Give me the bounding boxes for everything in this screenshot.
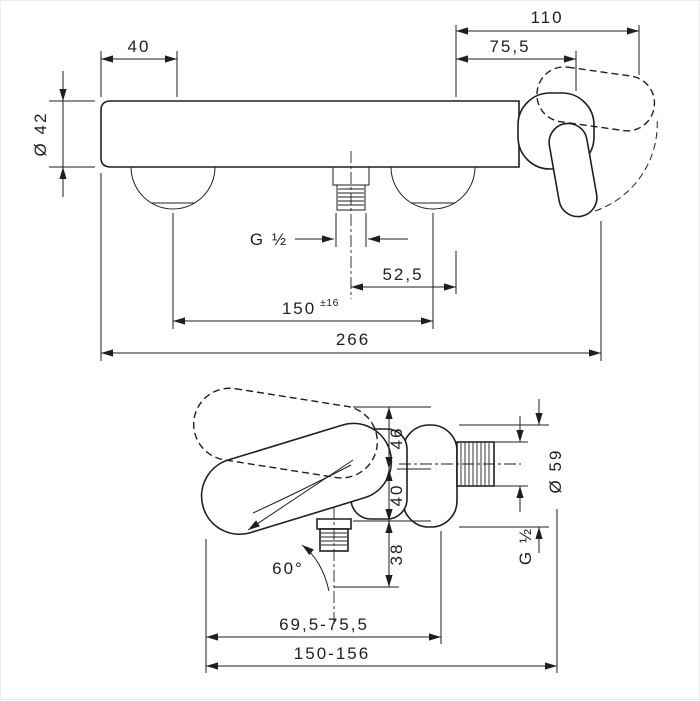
- dim-150-label: 150: [282, 299, 316, 318]
- handle-dashed-alt: [536, 66, 658, 212]
- dim-d42: [49, 71, 95, 197]
- dim-46-label: 46: [387, 427, 406, 450]
- handle-solid: [517, 92, 598, 218]
- dim-38-label: 38: [387, 543, 406, 566]
- dim-chain-46-40-38: [334, 406, 431, 588]
- dim-266: [100, 173, 602, 361]
- dim-g-half-side: [495, 416, 528, 512]
- dim-52-5: [351, 251, 457, 294]
- dim-angle-60: [247, 459, 354, 592]
- dim-g-half-side-label: G ½: [516, 527, 535, 565]
- dim-d42-label: Ø 42: [31, 112, 50, 157]
- front-view: 110 40 75,5 Ø 42 G ½: [31, 8, 658, 361]
- dim-110-label: 110: [530, 8, 563, 27]
- dim-75-5: [456, 51, 577, 91]
- dim-40-label: 40: [128, 37, 151, 56]
- dim-69-75: [205, 531, 442, 673]
- wall-flange-right: [390, 166, 476, 210]
- dim-150-156-label: 150-156: [294, 644, 370, 663]
- side-view: 46 40 38 Ø 59 G ½ 60°: [192, 387, 565, 673]
- handle-side-dashed-alt: [192, 387, 378, 479]
- handle-side-solid: [200, 422, 393, 536]
- dim-52-5-label: 52,5: [382, 265, 423, 284]
- dim-g-half-front-label: G ½: [250, 230, 288, 249]
- dim-angle-60-label: 60°: [272, 559, 304, 578]
- dim-150: [172, 213, 434, 329]
- dim-g-half-front: [295, 213, 408, 247]
- dim-69-75-label: 69,5-75,5: [279, 615, 369, 634]
- dim-d59: [459, 399, 549, 553]
- dim-40: [100, 51, 178, 97]
- dim-40-side-label: 40: [387, 484, 406, 507]
- wall-flange-side: [402, 424, 458, 528]
- dim-266-label: 266: [336, 330, 370, 349]
- dim-75-5-label: 75,5: [489, 37, 530, 56]
- dim-110: [455, 25, 640, 97]
- dim-d59-label: Ø 59: [546, 449, 565, 494]
- mixer-body-outline: [100, 100, 520, 168]
- wall-flange-left: [130, 166, 216, 210]
- dim-150-156: [206, 509, 558, 673]
- dim-150-tolerance: ±16: [320, 297, 339, 309]
